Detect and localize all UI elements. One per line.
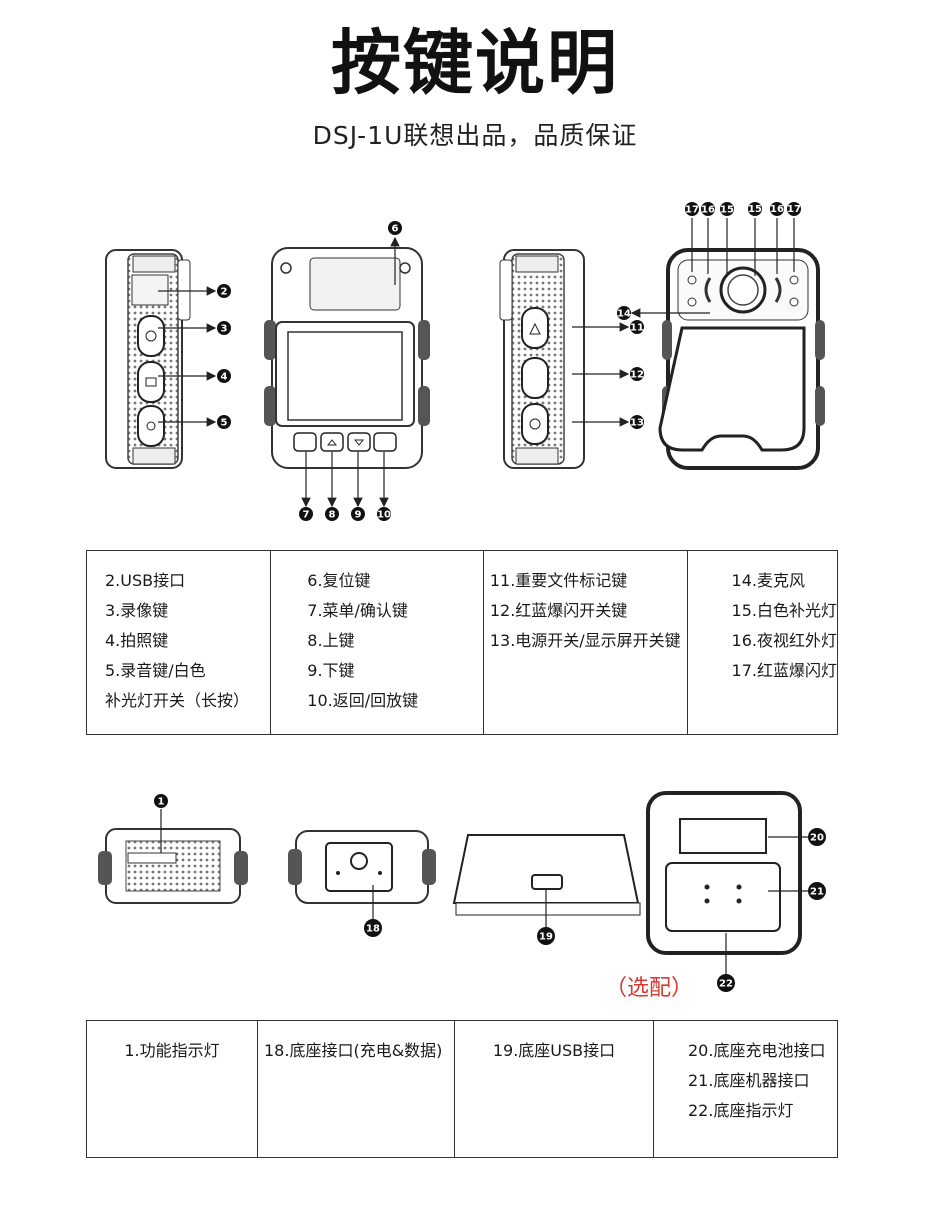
callout-marker [217,369,231,383]
callout-number: 22 [719,979,733,990]
callout-marker [617,306,631,320]
callout-marker [217,284,231,298]
table2-col1: 1.功能指示灯 [86,1020,258,1158]
spec-item: 补光灯开关（长按） [105,691,250,710]
dock-diagram: 1 18 19 20 21 22 [98,791,826,992]
callout-number: 9 [355,510,362,521]
callout-marker [537,927,555,945]
dock-spec-table: 1.功能指示灯 18.底座接口(充电&数据) 19.底座USB接口 20.底座充… [86,1020,838,1158]
callout-number: 19 [539,932,553,943]
callout-number: 16 [701,205,715,216]
callout-number: 12 [630,370,644,381]
callout-marker [808,828,826,846]
callout-number: 17 [685,205,699,216]
spec-item: 17.红蓝爆闪灯 [731,661,837,680]
spec-item: 11.重要文件标记键 [489,571,628,590]
callout-number: 18 [366,924,380,935]
spec-item: 2.USB接口 [105,571,186,590]
callout-number: 1 [158,797,165,808]
spec-item: 19.底座USB接口 [492,1041,616,1060]
spec-item: 7.菜单/确认键 [307,601,408,620]
device-top-view [98,828,248,904]
callout-marker [701,202,715,216]
callout-marker [748,202,762,216]
callout-number: 8 [329,510,336,521]
spec-item: 21.底座机器接口 [688,1071,810,1090]
callout-number: 11 [630,323,644,334]
dock-top-view [646,791,802,955]
callout-marker [154,794,168,808]
spec-item: 20.底座充电池接口 [688,1041,826,1060]
page-subtitle: DSJ-1U联想出品，品质保证 [312,121,638,150]
callout-number: 5 [221,418,228,429]
callouts-bottom: 1 18 19 20 21 22 [154,794,826,992]
callout-marker [787,202,801,216]
page-title: 按键说明 [331,22,619,104]
callout-marker [388,221,402,235]
callout-number: 17 [787,204,801,215]
callout-number: 14 [617,309,631,320]
callout-marker [364,919,382,937]
callout-number: 10 [377,510,391,521]
table1-col2: 6.复位键 7.菜单/确认键 8.上键 9.下键 10.返回/回放键 [270,550,484,735]
right-side-view [499,249,585,469]
spec-item: 18.底座接口(充电&数据) [264,1041,443,1060]
callout-number: 15 [748,204,762,215]
left-side-view [105,249,191,469]
table2-col2: 18.底座接口(充电&数据) [257,1020,455,1158]
table1-col4: 14.麦克风 15.白色补光灯 16.夜视红外灯 17.红蓝爆闪灯 [686,550,839,735]
spec-item: 10.返回/回放键 [307,691,419,710]
callout-number: 21 [810,887,824,898]
callout-marker [717,974,735,992]
spec-item: 22.底座指示灯 [688,1101,794,1120]
callout-number: 7 [303,510,310,521]
device-bottom-view [288,830,436,904]
spec-item: 6.复位键 [307,571,371,590]
callout-marker [217,415,231,429]
callout-number: 3 [221,324,228,335]
callout-marker [630,367,644,381]
callout-marker [299,507,313,521]
spec-item: 3.录像键 [105,601,169,620]
callout-number: 16 [770,204,784,215]
optional-label: （选配） [605,976,694,1001]
spec-item: 1.功能指示灯 [124,1041,220,1060]
callout-marker [630,415,644,429]
spec-item: 16.夜视红外灯 [731,631,837,650]
table1-col3: 11.重要文件标记键 12.红蓝爆闪开关键 13.电源开关/显示屏开关键 [482,550,688,735]
callout-number: 4 [221,372,228,383]
back-view [658,248,825,470]
callout-number: 15 [720,205,734,216]
button-spec-table: 2.USB接口 3.录像键 4.拍照键 5.录音键/白色 补光灯开关（长按） 6… [85,550,839,735]
spec-item: 14.麦克风 [731,571,805,590]
callout-number: 6 [392,224,399,235]
front-view [264,247,430,469]
callout-marker [808,882,826,900]
table2-col3: 19.底座USB接口 [454,1020,654,1158]
callout-marker [630,320,644,334]
callout-number: 20 [810,833,824,844]
callout-marker [217,321,231,335]
spec-item: 8.上键 [307,631,355,650]
dock-side-view [452,834,641,916]
table1-col1: 2.USB接口 3.录像键 4.拍照键 5.录音键/白色 补光灯开关（长按） [85,550,272,735]
spec-item: 9.下键 [307,661,355,680]
callout-marker [377,507,391,521]
spec-item: 5.录音键/白色 [105,661,206,680]
callout-marker [325,507,339,521]
spec-item: 13.电源开关/显示屏开关键 [489,631,681,650]
callout-number: 13 [630,418,644,429]
callout-marker [351,507,365,521]
callout-marker [685,202,699,216]
spec-item: 4.拍照键 [105,631,169,650]
callout-number: 2 [221,287,228,298]
spec-item: 12.红蓝爆闪开关键 [489,601,628,620]
callout-marker [770,202,784,216]
spec-item: 15.白色补光灯 [731,601,837,620]
table2-col4: 20.底座充电池接口 21.底座机器接口 22.底座指示灯 [653,1020,838,1158]
callout-marker [720,202,734,216]
